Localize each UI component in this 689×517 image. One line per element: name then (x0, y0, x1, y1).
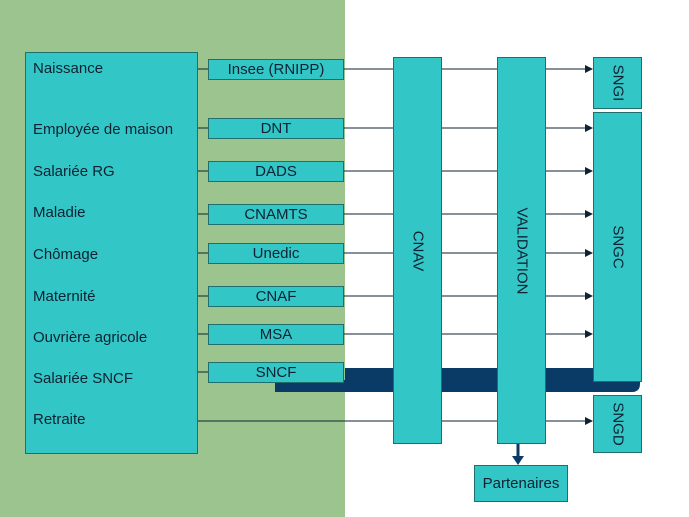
cnav-box: CNAV (393, 57, 442, 444)
source-sncf: SNCF (208, 362, 344, 383)
life-event-ouvriere: Ouvrière agricole (33, 329, 148, 346)
sncf-band (275, 368, 640, 392)
validation-label: VALIDATION (513, 207, 530, 294)
life-event-salariee-sncf: Salariée SNCF (33, 370, 134, 387)
life-event-retraite: Retraite (33, 411, 86, 428)
source-cnamts: CNAMTS (208, 204, 344, 225)
arrow-head-partenaires (512, 456, 524, 465)
sngi-label: SNGI (609, 64, 626, 102)
life-event-maladie: Maladie (33, 204, 86, 221)
source-dads: DADS (208, 161, 344, 182)
sngd-label: SNGD (609, 402, 626, 446)
life-event-naissance: Naissance (33, 60, 104, 77)
source-insee: Insee (RNIPP) (208, 59, 344, 80)
life-event-maternite: Maternité (33, 288, 96, 305)
life-event-salariee-rg: Salariée RG (33, 163, 115, 180)
life-events-box: Naissance Employée de maison Salariée RG… (25, 52, 198, 454)
source-cnaf: CNAF (208, 286, 344, 307)
sngc-label: SNGC (609, 225, 626, 269)
sngi-box: SNGI (593, 57, 642, 109)
life-event-employee: Employée de maison (33, 121, 174, 138)
source-msa: MSA (208, 324, 344, 345)
validation-box: VALIDATION (497, 57, 546, 444)
sngd-box: SNGD (593, 395, 642, 453)
sngc-box: SNGC (593, 112, 642, 382)
cnav-label: CNAV (409, 230, 426, 271)
partners-box: Partenaires (474, 465, 568, 502)
source-unedic: Unedic (208, 243, 344, 264)
source-dnt: DNT (208, 118, 344, 139)
life-event-chomage: Chômage (33, 246, 99, 263)
